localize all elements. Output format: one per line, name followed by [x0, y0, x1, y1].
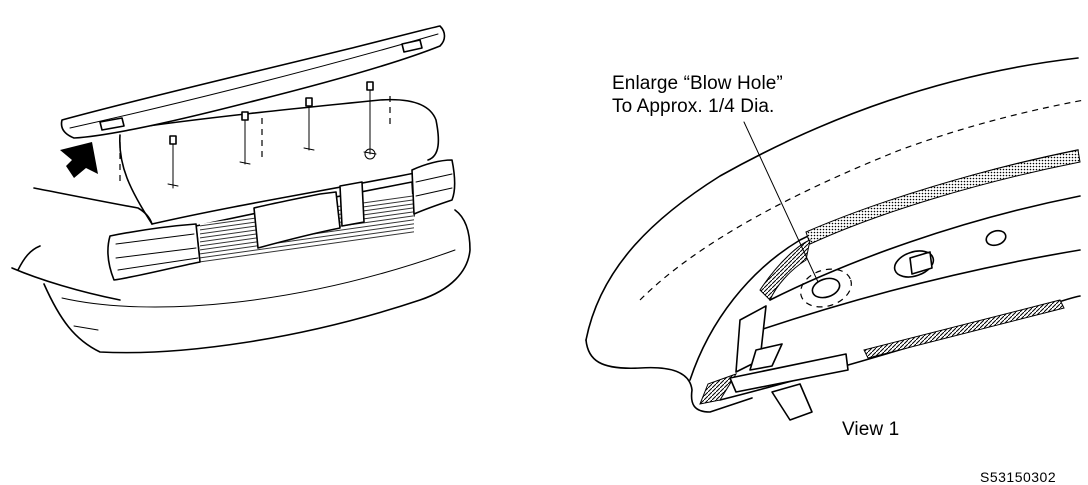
blow-hole-callout: Enlarge “Blow Hole” To Approx. 1/4 Dia.	[612, 72, 783, 118]
blow-hole-callout-line2: To Approx. 1/4 Dia.	[612, 96, 775, 117]
vehicle-rear-illustration	[11, 25, 471, 354]
figure-code: S53150302	[980, 469, 1057, 485]
blow-hole-callout-line1: Enlarge “Blow Hole”	[612, 73, 783, 94]
direction-arrow-icon	[60, 142, 98, 178]
view-1-detail-illustration	[585, 57, 1085, 421]
view-label: View 1	[842, 419, 900, 440]
